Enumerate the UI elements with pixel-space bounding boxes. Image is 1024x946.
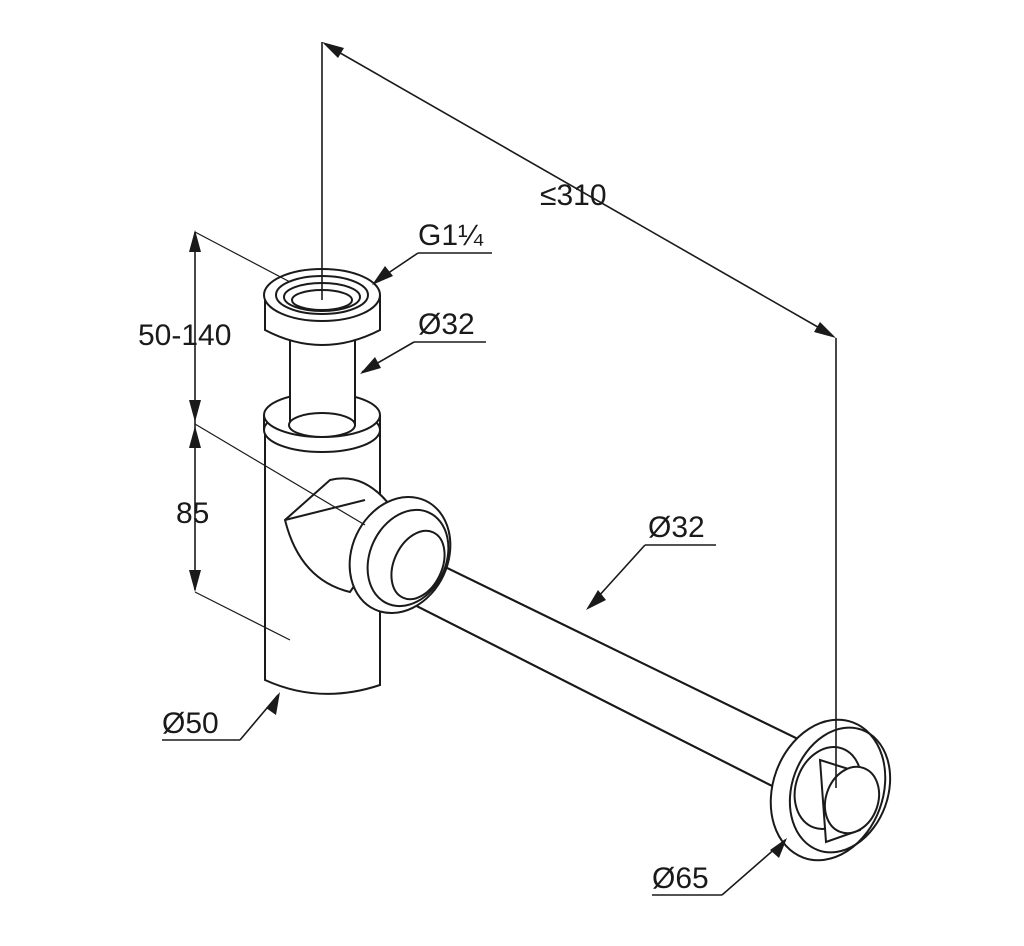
height-range-label: 50-140 [138,319,231,352]
body-diameter-label: Ø50 [162,707,219,740]
length-arrow-end [814,322,836,338]
pipe-diameter-label: Ø32 [648,511,705,544]
height-arrow-top [189,230,201,252]
body-diameter-arrow [266,692,280,715]
length-arrow-start [322,42,344,58]
extension-bottom [194,591,291,641]
wall-rosette [769,718,892,862]
height-arrow-mid-up [189,400,201,422]
extension-mid [194,423,366,526]
height-arrow-mid-down [189,426,201,448]
body-height-label: 85 [176,497,209,530]
inlet-tube [288,334,356,438]
rosette-diameter-arrow [770,838,787,858]
dimension-labels: ≤310 G1¼ Ø32 50-140 85 Ø32 Ø50 Ø65 [138,179,709,895]
outlet-nut [348,495,452,615]
extension-top [194,231,291,283]
max-length-label: ≤310 [540,179,607,212]
length-dimension-line [327,45,831,335]
outlet-pipe [383,543,802,792]
inlet-diameter-arrow [360,357,381,374]
bottle-trap-part [263,268,892,862]
thread-label: G1¼ [418,219,484,252]
inlet-diameter-label: Ø32 [418,308,475,341]
thread-arrow [372,266,393,285]
height-arrow-bottom [189,570,201,592]
rosette-diameter-label: Ø65 [652,862,709,895]
dimension-lines [162,42,837,896]
pipe-diameter-arrow [586,590,606,610]
